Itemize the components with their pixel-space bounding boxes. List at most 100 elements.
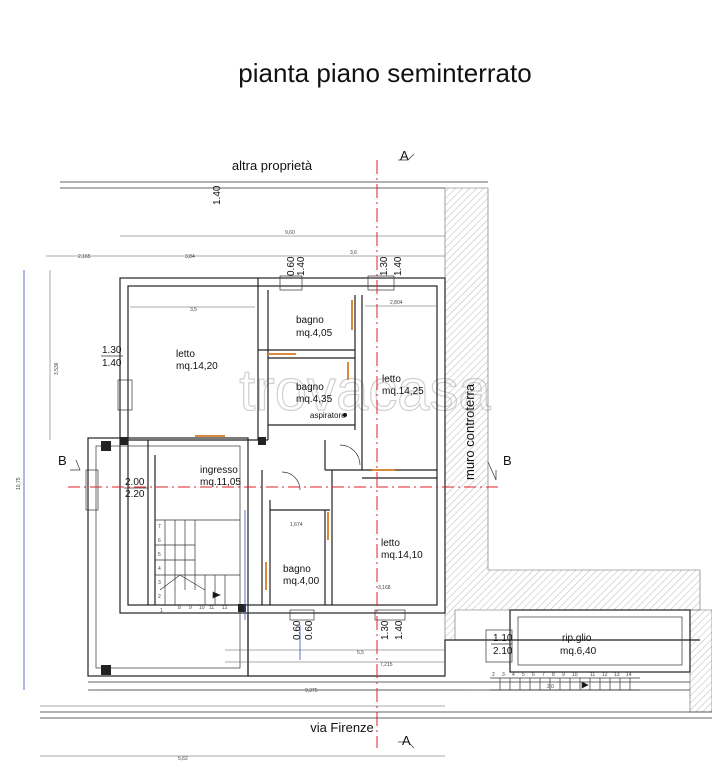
ripostiglio-room [509, 609, 691, 673]
svg-text:9: 9 [189, 605, 192, 611]
window-dim-door-a: 2.00 [125, 477, 145, 488]
room-letto-1: letto mq.14,20 [176, 349, 218, 372]
svg-text:bagno: bagno [283, 564, 311, 575]
street-label: via Firenze [310, 720, 374, 735]
svg-text:5: 5 [522, 672, 525, 678]
room-bagno-3: bagno mq.4,00 [283, 564, 320, 587]
retaining-wall-bottom [689, 609, 712, 713]
aspiratore-label: aspiratore [310, 411, 346, 420]
window-dim-bot-mid-b: 0.60 [304, 620, 315, 640]
dim-letto1-width: 3,5 [190, 307, 197, 313]
svg-text:4: 4 [158, 566, 161, 572]
svg-text:8: 8 [552, 672, 555, 678]
dim-bottom-d: 5,62 [178, 756, 188, 762]
dim-top-b: 3,84 [185, 254, 195, 260]
side-wall-label: muro controterra [462, 383, 477, 480]
window-dim-top-mid-b: 1.40 [296, 256, 307, 276]
svg-text:6: 6 [158, 538, 161, 544]
svg-text:3: 3 [158, 580, 161, 586]
svg-text:7: 7 [158, 524, 161, 530]
section-line-a [376, 153, 415, 749]
dim-top-c: 3,6 [350, 250, 357, 256]
portico [87, 437, 249, 677]
window-dim-left-a: 1.30 [102, 345, 122, 356]
svg-text:letto: letto [382, 374, 401, 385]
svg-text:mq.6,40: mq.6,40 [560, 646, 597, 657]
window-dim-left-b: 1.40 [102, 358, 122, 369]
room-bagno-2: bagno mq.4,35 aspiratore [296, 382, 347, 420]
building-outline [119, 277, 446, 614]
dim-letto3-width: 3,168 [378, 585, 391, 591]
svg-text:mq.4,35: mq.4,35 [296, 394, 333, 405]
dim-bagno3: 1,674 [290, 522, 303, 528]
room-letto-2: letto mq.14,25 [382, 374, 424, 397]
dim-letto2-width: 2,804 [390, 300, 403, 306]
svg-text:1: 1 [160, 608, 163, 614]
window-dim-door-b: 2.20 [125, 489, 145, 500]
section-mark-b-right: B [503, 453, 512, 468]
window-dim-bot-mid-a: 0.60 [292, 620, 303, 640]
section-mark-a-bottom: A [402, 733, 411, 748]
retaining-wall [444, 187, 701, 641]
window-dim-bot-right-b: 1.40 [394, 620, 405, 640]
window-dim-top-right-a: 1.30 [379, 256, 390, 276]
svg-text:mq.14,20: mq.14,20 [176, 361, 218, 372]
top-neighbor-label: altra proprietà [232, 158, 313, 173]
svg-text:14: 14 [626, 672, 632, 678]
svg-text:bagno: bagno [296, 315, 324, 326]
stair-steps: 1 2 3 4 5 6 7 8 9 10 11 12 [158, 524, 228, 614]
svg-text:mq.14,10: mq.14,10 [381, 550, 423, 561]
svg-text:6: 6 [532, 672, 535, 678]
room-ripostiglio: rip.glio mq.6,40 [560, 633, 597, 657]
svg-text:mq.4,05: mq.4,05 [296, 328, 333, 339]
svg-text:2: 2 [158, 594, 161, 600]
svg-text:2,0: 2,0 [547, 684, 554, 690]
svg-text:bagno: bagno [296, 382, 324, 393]
svg-text:3: 3 [502, 672, 505, 678]
svg-text:8: 8 [178, 605, 181, 611]
svg-text:mq.4,00: mq.4,00 [283, 576, 320, 587]
svg-text:2: 2 [492, 672, 495, 678]
svg-text:mq.11,05: mq.11,05 [200, 477, 241, 488]
svg-text:13: 13 [614, 672, 620, 678]
svg-text:7: 7 [542, 672, 545, 678]
window-dim-rip-a: 1.10 [493, 633, 513, 644]
dim-top-a: 2,165 [78, 254, 91, 260]
svg-text:11: 11 [590, 672, 595, 678]
staircase [155, 519, 240, 605]
svg-text:ingresso: ingresso [200, 465, 238, 476]
section-mark-b-left: B [58, 453, 67, 468]
dim-top-total: 9,60 [285, 230, 295, 236]
section-line-b [68, 459, 500, 488]
svg-text:letto: letto [381, 538, 400, 549]
svg-text:4: 4 [512, 672, 515, 678]
window-dim-rip-b: 2.10 [493, 646, 513, 657]
window-dim-top-right-b: 1.40 [393, 256, 404, 276]
svg-text:9: 9 [562, 672, 565, 678]
svg-text:5: 5 [158, 552, 161, 558]
svg-text:12: 12 [222, 605, 228, 611]
dim-side-left: 10,75 [16, 477, 22, 490]
room-bagno-1: bagno mq.4,05 [296, 315, 333, 339]
svg-text:12: 12 [602, 672, 608, 678]
dim-bottom-c: 9,375 [305, 688, 318, 694]
svg-text:rip.glio: rip.glio [562, 633, 592, 644]
section-mark-a-top: A [400, 148, 409, 163]
svg-text:11: 11 [209, 605, 214, 611]
room-letto-3: letto mq.14,10 [381, 538, 423, 561]
exterior-stair-steps: 2 3 4 5 6 7 8 9 10 11 12 13 14 2,0 [492, 672, 632, 690]
page-title: pianta piano seminterrato [238, 58, 531, 88]
svg-text:10: 10 [572, 672, 578, 678]
window-dim-bot-right-a: 1.30 [380, 620, 391, 640]
dim-side-left2: 3,536 [54, 362, 60, 375]
svg-text:10: 10 [199, 605, 205, 611]
exterior-staircase [490, 677, 640, 691]
svg-text:mq.14,25: mq.14,25 [382, 386, 424, 397]
dim-bottom-a: 5,5 [357, 650, 364, 656]
window-dim-top-mid-a: 0.60 [286, 256, 297, 276]
window-dim-top-left: 1.40 [212, 185, 223, 205]
dim-bottom-b: 7,215 [380, 662, 393, 668]
room-ingresso: ingresso mq.11,05 [200, 465, 241, 488]
svg-text:letto: letto [176, 349, 195, 360]
